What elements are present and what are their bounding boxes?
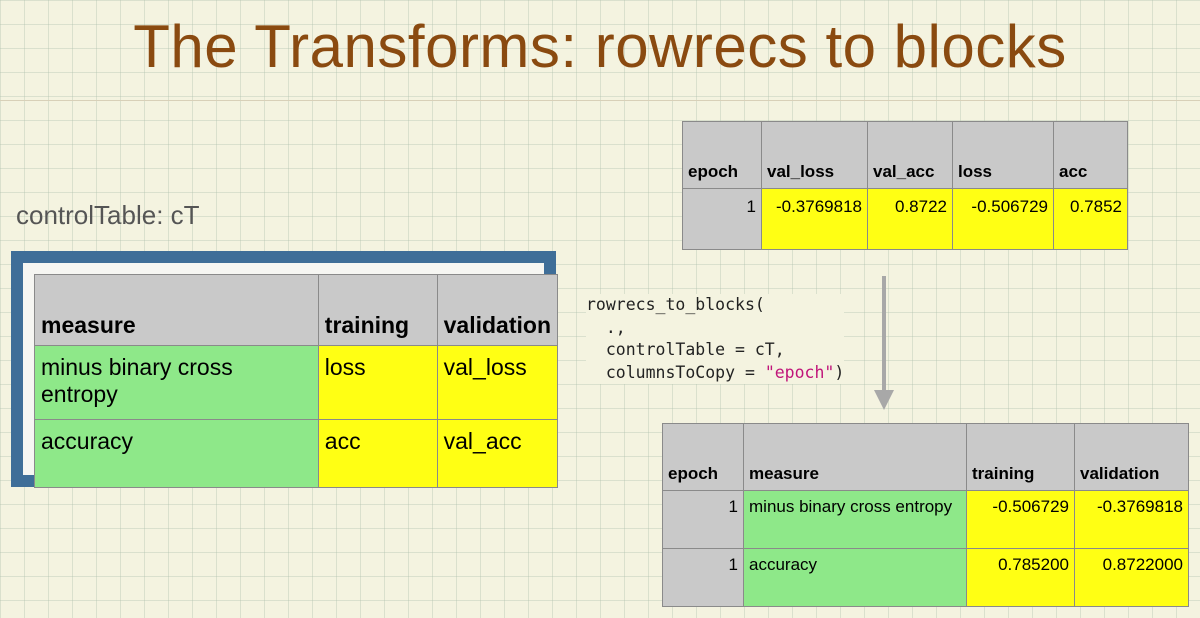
cell-training: -0.506729: [966, 490, 1075, 549]
cell-validation: -0.3769818: [1074, 490, 1189, 549]
cell-measure: minus binary cross entropy: [743, 490, 967, 549]
transform-arrow-shaft: [882, 276, 886, 391]
title-divider: [0, 100, 1200, 101]
control-table-frame: measure training validation minus binary…: [11, 251, 559, 488]
code-line-2: .,: [586, 317, 626, 337]
header-acc: acc: [1053, 121, 1128, 189]
cell-validation-acc: val_acc: [436, 419, 559, 488]
rowrecs-table: epoch val_loss val_acc loss acc 1 -0.376…: [682, 121, 1128, 250]
cell-epoch: 1: [662, 548, 744, 607]
blocks-table: epoch measure training validation 1 minu…: [662, 423, 1189, 607]
cell-measure: accuracy: [743, 548, 967, 607]
header-validation: validation: [436, 274, 559, 346]
code-line-4-post: ): [834, 362, 845, 382]
header-val-loss: val_loss: [761, 121, 868, 189]
code-line-4-string: "epoch": [764, 362, 835, 382]
control-table: measure training validation minus binary…: [34, 274, 559, 488]
cell-training-loss: loss: [317, 345, 438, 420]
cell-training: 0.785200: [966, 548, 1075, 607]
header-epoch: epoch: [682, 121, 762, 189]
cell-training-acc: acc: [317, 419, 438, 488]
cell-validation-loss: val_loss: [436, 345, 559, 420]
transform-arrow-icon: [874, 390, 894, 410]
code-line-4-pre: columnsToCopy =: [586, 362, 765, 382]
cell-measure-accuracy: accuracy: [34, 419, 319, 488]
header-loss: loss: [952, 121, 1054, 189]
header-epoch: epoch: [662, 423, 744, 491]
header-validation: validation: [1074, 423, 1189, 491]
control-table-label: controlTable: cT: [16, 200, 200, 230]
cell-epoch: 1: [682, 188, 762, 250]
cell-acc: 0.7852: [1053, 188, 1128, 250]
cell-epoch: 1: [662, 490, 744, 549]
header-training: training: [966, 423, 1075, 491]
cell-val-loss: -0.3769818: [761, 188, 868, 250]
code-snippet: rowrecs_to_blocks( ., controlTable = cT,…: [586, 294, 845, 384]
cell-val-acc: 0.8722: [867, 188, 953, 250]
slide-title: The Transforms: rowrecs to blocks: [133, 13, 1067, 80]
cell-measure-cross-entropy: minus binary cross entropy: [34, 345, 319, 420]
header-measure: measure: [34, 274, 319, 346]
header-measure: measure: [743, 423, 967, 491]
header-training: training: [317, 274, 438, 346]
code-line-1: rowrecs_to_blocks(: [586, 295, 765, 314]
code-line-3: controlTable = cT,: [586, 340, 785, 359]
cell-validation: 0.8722000: [1074, 548, 1189, 607]
header-val-acc: val_acc: [867, 121, 953, 189]
cell-loss: -0.506729: [952, 188, 1054, 250]
